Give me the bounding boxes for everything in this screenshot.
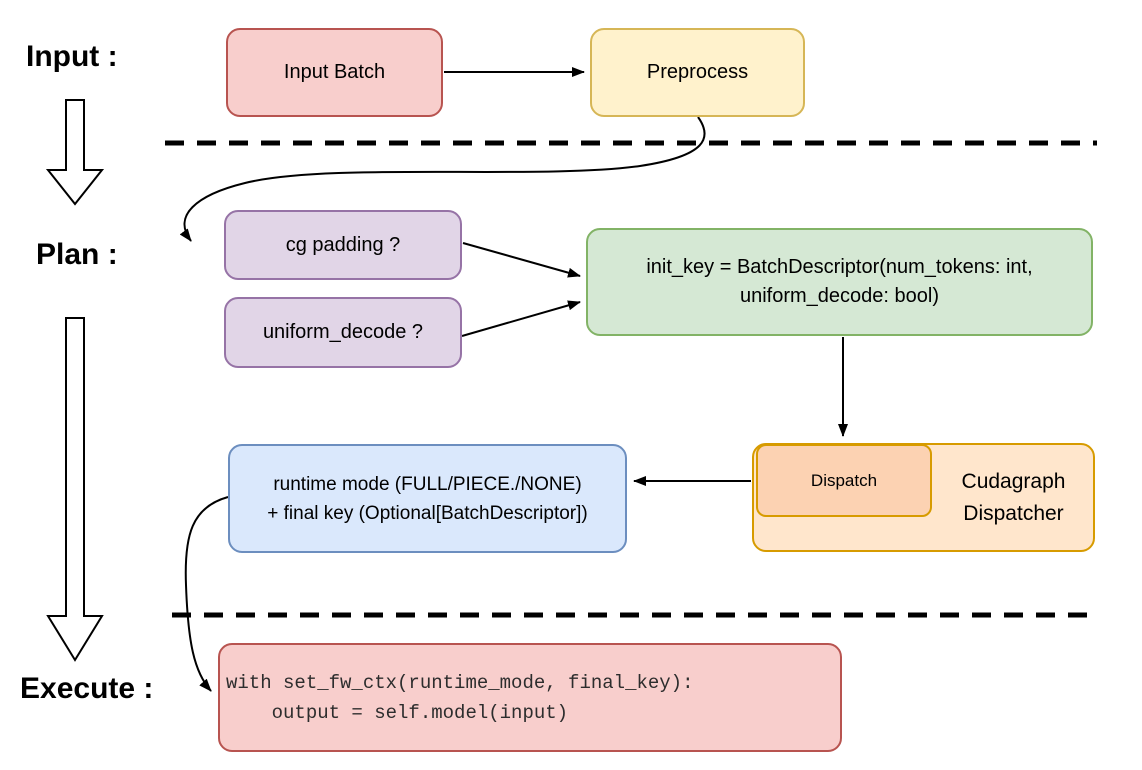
node-uniform-decode-label: uniform_decode ?: [262, 321, 424, 343]
node-runtime-mode-line2: + final key (Optional[BatchDescriptor]): [267, 502, 588, 524]
execute-code-line1: with set_fw_ctx(runtime_mode, final_key)…: [226, 671, 694, 694]
arrow-cg-padding-to-init-key: [462, 242, 581, 278]
input-to-plan-block-arrow-icon: [45, 99, 105, 206]
node-dispatch: Dispatch: [756, 444, 932, 517]
node-runtime-mode: runtime mode (FULL/PIECE./NONE) + final …: [228, 444, 627, 553]
node-preprocess-label: Preprocess: [646, 61, 749, 83]
node-dispatch-label: Dispatch: [810, 471, 878, 490]
node-cg-padding-label: cg padding ?: [285, 233, 401, 256]
node-init-key-line1: init_key = BatchDescriptor(num_tokens: i…: [646, 256, 1033, 278]
node-uniform-decode: uniform_decode ?: [224, 297, 462, 368]
execute-code-line2: output = self.model(input): [226, 701, 569, 724]
cudagraph-dispatcher-line2: Dispatcher: [963, 501, 1064, 525]
node-preprocess: Preprocess: [590, 28, 805, 117]
stage-label-plan: Plan :: [36, 238, 118, 271]
plan-to-execute-block-arrow-icon: [46, 317, 104, 662]
stage-label-input: Input :: [26, 40, 118, 73]
cudagraph-dispatcher-line1: Cudagraph: [961, 469, 1066, 493]
arrow-uniform-decode-to-init-key: [461, 300, 581, 337]
node-cudagraph-dispatcher-label: Cudagraph Dispatcher: [932, 443, 1095, 552]
node-cg-padding: cg padding ?: [224, 210, 462, 280]
node-init-key: init_key = BatchDescriptor(num_tokens: i…: [586, 228, 1093, 336]
stage-label-execute: Execute :: [20, 672, 154, 705]
node-init-key-line2: uniform_decode: bool): [739, 285, 939, 307]
node-input-batch: Input Batch: [226, 28, 443, 117]
node-runtime-mode-line1: runtime mode (FULL/PIECE./NONE): [273, 473, 582, 495]
node-execute-code: with set_fw_ctx(runtime_mode, final_key)…: [218, 643, 842, 752]
node-input-batch-label: Input Batch: [283, 61, 386, 83]
